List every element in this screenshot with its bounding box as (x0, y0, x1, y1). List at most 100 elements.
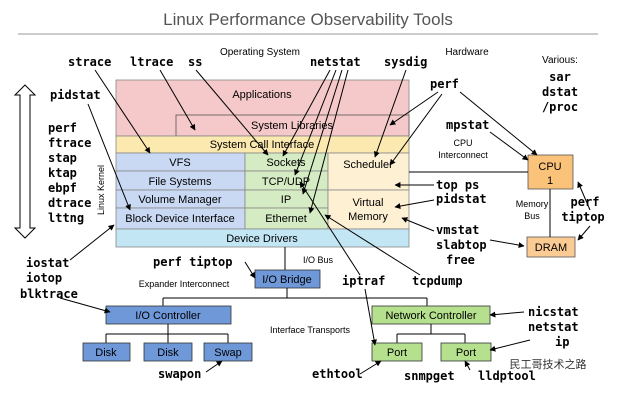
disk-2-label: Disk (157, 347, 179, 359)
operating-system-label: Operating System (220, 47, 300, 58)
tool-stap: stap (48, 151, 77, 165)
virtual-memory-label-1: Virtual (353, 197, 384, 209)
interface-transports-label: Interface Transports (270, 325, 351, 335)
arrow-ip (489, 339, 531, 352)
tool-mpstat: mpstat (446, 118, 489, 132)
arrow-nicstat (489, 311, 525, 318)
tool-iptraf: iptraf (342, 274, 385, 288)
ethernet-label: Ethernet (265, 213, 307, 225)
tool-snmpget: snmpget (404, 369, 455, 383)
cpu-block (527, 154, 574, 190)
arrow-netstat-2 (294, 69, 337, 176)
tool-dtrace: dtrace (48, 196, 91, 210)
arrow-perf-right-cpu (577, 181, 591, 211)
tool-free: free (446, 253, 475, 267)
disk-1-label: Disk (95, 347, 117, 359)
file-systems-label: File Systems (149, 176, 212, 188)
tool-tcpdump: tcpdump (412, 274, 463, 288)
vfs-label: VFS (169, 157, 190, 169)
arrow-iptraf-tcp (299, 181, 361, 276)
tool-iotop: iotop (26, 271, 62, 285)
tool-netstat: netstat (310, 55, 361, 69)
tool-pidstat-right: pidstat (436, 192, 487, 206)
arrow-tiptop-dram (577, 225, 591, 241)
arrow-pidstat (87, 103, 131, 211)
block-device-interface-label: Block Device Interface (125, 213, 234, 225)
tool-tiptop-right: tiptop (561, 210, 604, 224)
arrow-strace (94, 69, 151, 154)
dram-label: DRAM (535, 242, 567, 254)
virtual-memory-label-2: Memory (348, 211, 388, 223)
arrow-mpstat (489, 131, 529, 161)
arrow-tcpdump (324, 214, 421, 276)
arrow-iptraf-port (364, 288, 378, 346)
tool-pidstat-left: pidstat (50, 88, 101, 102)
memory-bus-label-1: Memory (516, 199, 549, 209)
arrow-ss (195, 69, 269, 156)
tool-netstat-right: netstat (528, 320, 579, 334)
arrow-ethtool (359, 360, 382, 375)
tool-sar: sar (549, 70, 571, 84)
tool-perf-tiptop: perf tiptop (153, 255, 232, 269)
tool-ss: ss (188, 55, 202, 69)
arrow-sysdig (373, 69, 407, 158)
port-1-block (371, 342, 423, 362)
arrow-vmstat-dram (489, 239, 525, 249)
io-bridge-label: I/O Bridge (262, 274, 312, 286)
tool-ebpf: ebpf (48, 181, 77, 195)
device-drivers-label: Device Drivers (226, 233, 298, 245)
io-controller-label: I/O Controller (135, 310, 201, 322)
swap-label: Swap (214, 347, 242, 359)
arrow-perf-tiptop (244, 261, 256, 279)
system-libraries-label: System Libraries (251, 120, 333, 132)
volume-manager-label: Volume Manager (138, 194, 221, 206)
tool-slabtop: slabtop (436, 238, 487, 252)
tool-perf-left: perf (48, 121, 77, 135)
port-1-label: Port (387, 347, 407, 359)
port-2-label: Port (456, 347, 476, 359)
arrow-snmpget (464, 360, 471, 371)
watermark: 民工哥技术之路 (510, 357, 587, 371)
tool-strace: strace (68, 55, 111, 69)
arrow-ltrace (159, 69, 196, 131)
arrow-netstat-3 (301, 69, 343, 195)
tool-proc: /proc (542, 100, 578, 114)
tool-vmstat: vmstat (436, 223, 479, 237)
arrow-netstat-1 (282, 69, 331, 157)
device-drivers-block (115, 228, 410, 248)
expander-interconnect-label: Expander Interconnect (139, 279, 230, 289)
arrow-vmstat (401, 217, 435, 232)
disk-2-block (143, 342, 193, 362)
tool-dstat: dstat (542, 85, 578, 99)
tool-sysdig: sysdig (384, 55, 427, 69)
tool-ip: ip (555, 335, 569, 349)
tool-perf-top: perf (430, 77, 459, 91)
linux-kernel-label: Linux Kernel (96, 165, 106, 215)
cpu-interconnect-label-1: CPU (453, 138, 472, 148)
arrow-perf-scheduler (389, 93, 443, 166)
hardware-label: Hardware (445, 47, 489, 58)
tool-top-ps: top ps (436, 178, 479, 192)
applications-label: Applications (232, 89, 292, 101)
memory-bus-label-2: Bus (524, 211, 540, 221)
vertical-double-arrow (13, 84, 37, 239)
tool-blktrace: blktrace (20, 287, 78, 301)
ip-label: IP (281, 194, 291, 206)
tool-nicstat: nicstat (528, 305, 579, 319)
tool-ltrace: ltrace (130, 55, 173, 69)
tool-swapon: swapon (158, 367, 201, 381)
cpu-interconnect-label-2: Interconnect (438, 150, 488, 160)
arrow-iostat (69, 224, 115, 261)
arrow-blktrace (59, 297, 111, 314)
network-controller-label: Network Controller (385, 310, 476, 322)
io-bus-label: I/O Bus (303, 255, 334, 265)
tool-ktap: ktap (48, 166, 77, 180)
scheduler-label: Scheduler (343, 159, 393, 171)
tool-perf-right: perf (571, 195, 600, 209)
cpu-label: CPU (538, 161, 561, 173)
sockets-label: Sockets (266, 157, 306, 169)
arrow-netstat-4 (308, 69, 349, 214)
diagram-title: Linux Performance Observability Tools (163, 10, 453, 29)
arrow-pidstat-right (394, 199, 435, 209)
